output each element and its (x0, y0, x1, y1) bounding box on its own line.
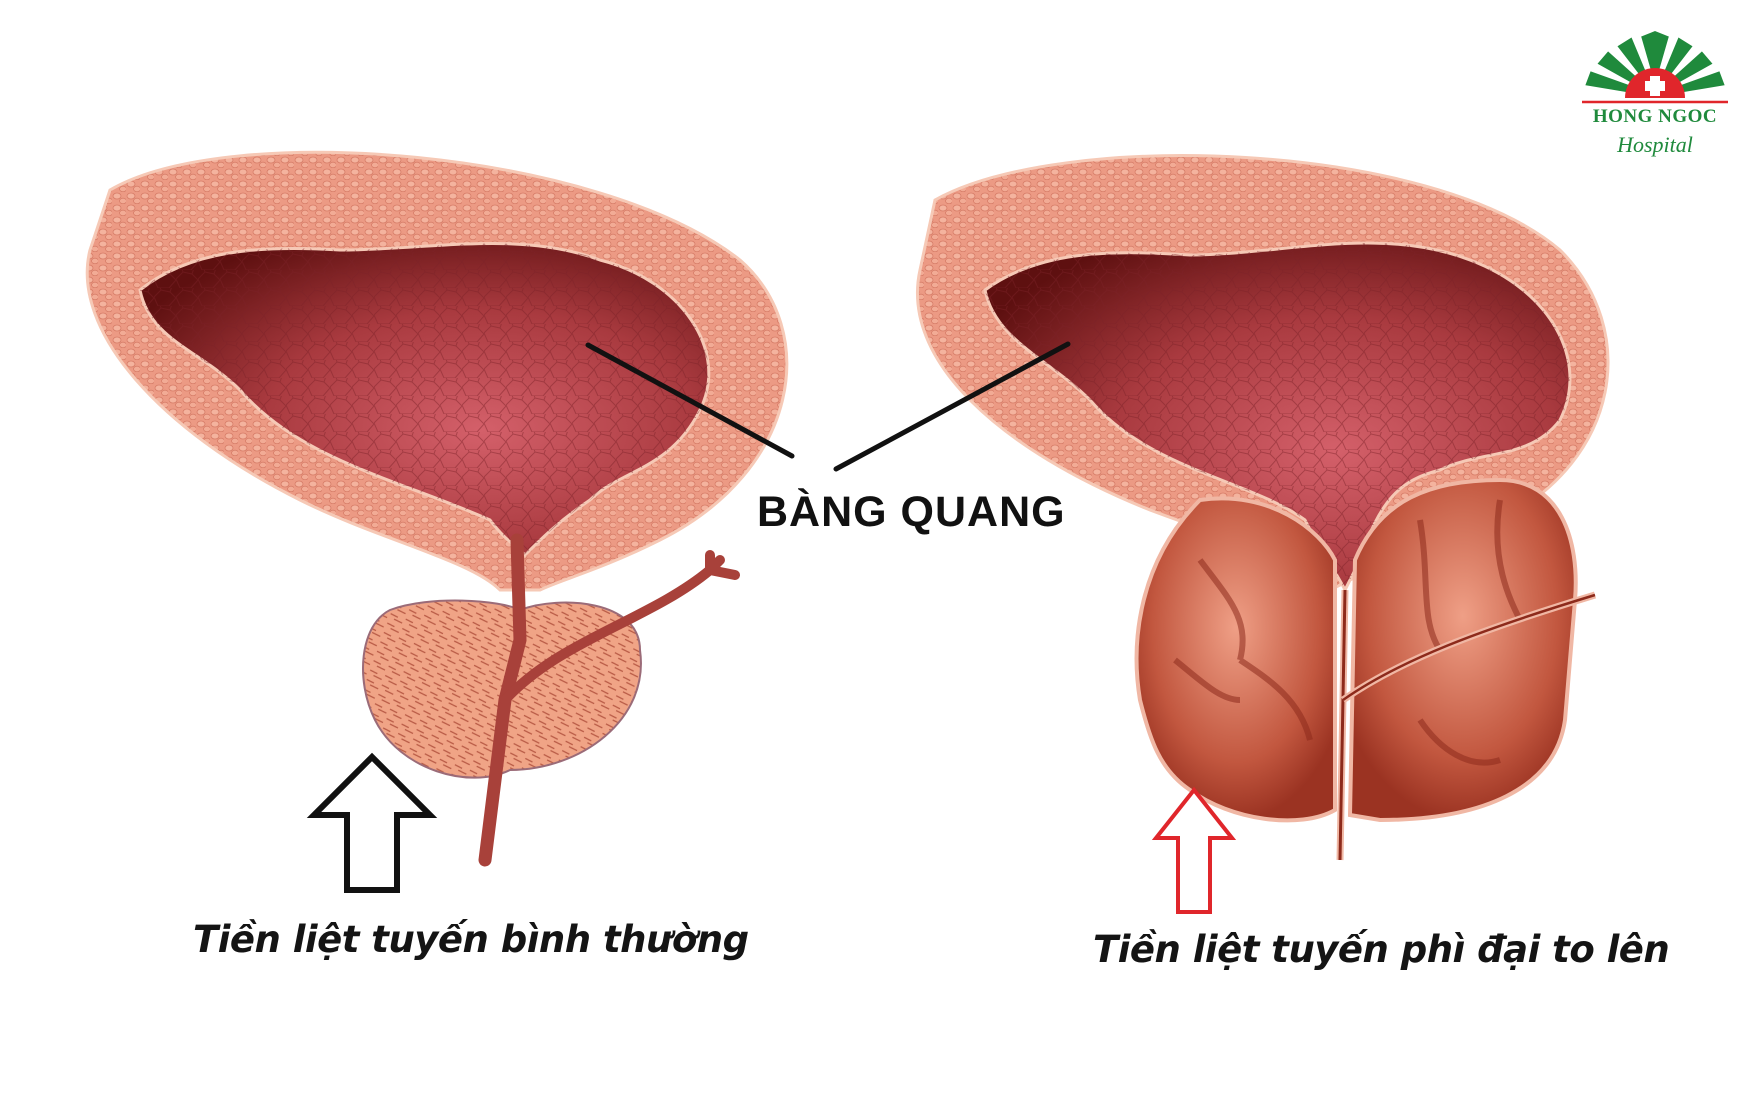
logo-subtitle: Hospital (1617, 132, 1693, 157)
logo-name: HONG NGOC (1592, 106, 1718, 127)
arrow-up-icon (306, 752, 438, 893)
caption-enlarged-prostate: Tiền liệt tuyến phì đại to lên (1093, 928, 1670, 971)
bladder-label: BÀNG QUANG (757, 488, 1066, 536)
prostate-normal (362, 533, 740, 867)
bladder-enlarged (916, 154, 1610, 594)
caption-normal-prostate: Tiền liệt tuyến bình thường (193, 918, 749, 961)
leader-line-left (585, 342, 795, 459)
leader-line-right (833, 341, 1071, 472)
lotus-cross-icon (1582, 28, 1728, 104)
prostate-enlarged (1134, 477, 1597, 861)
bladder-normal (85, 150, 789, 592)
hospital-logo: HONG NGOC Hospital (1580, 28, 1730, 168)
arrow-up-icon (1151, 786, 1237, 914)
